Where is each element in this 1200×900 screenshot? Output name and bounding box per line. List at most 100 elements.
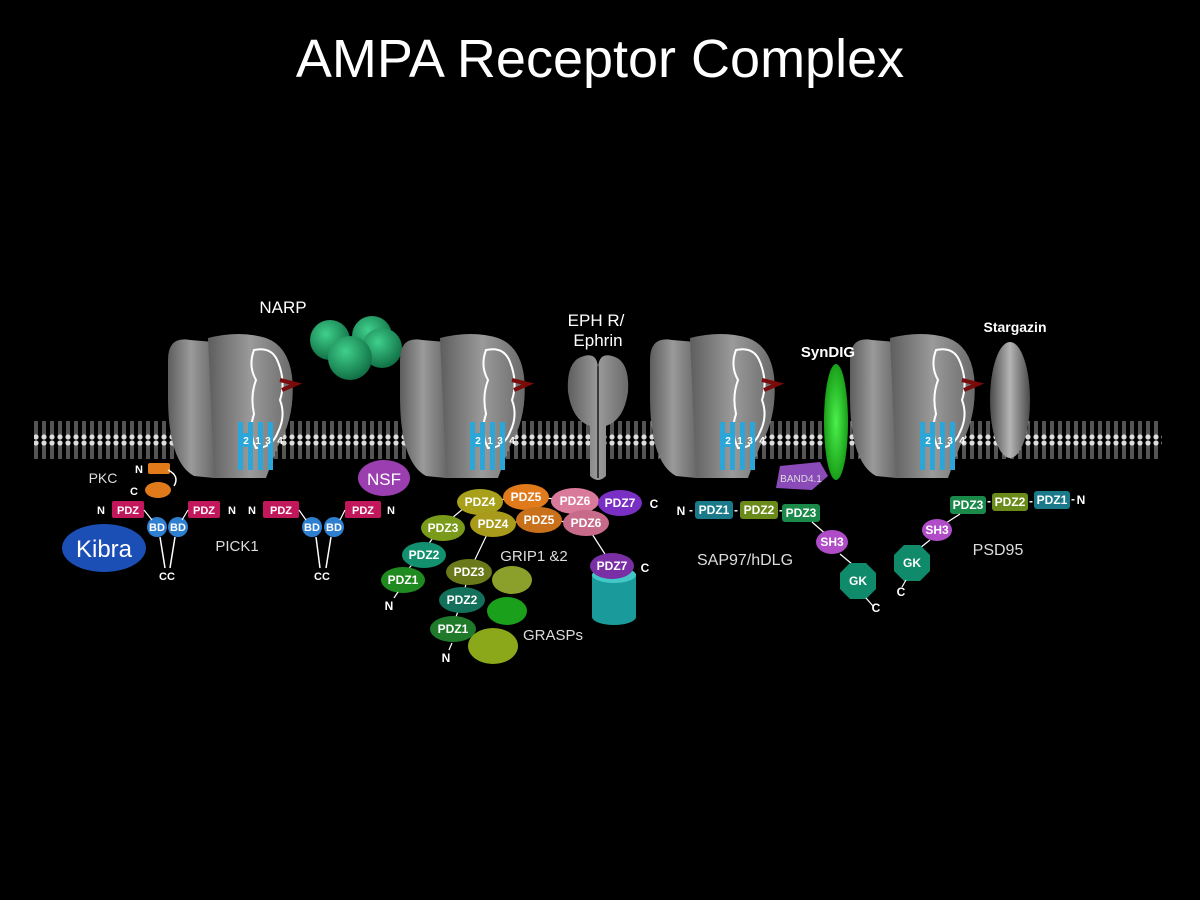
eph-label: EPH R/ [568,311,625,330]
svg-text:PDZ7: PDZ7 [597,559,628,573]
svg-text:PDZ6: PDZ6 [571,516,602,530]
nsf-protein [358,460,410,496]
svg-text:N: N [385,599,394,613]
syndig-label: SynDIG [801,344,855,361]
ampa-receptor-4 [850,334,985,478]
pick1-dimer-right: N PDZ PDZ N BD BD CC [248,501,395,583]
subunit-label: 4 [759,436,765,447]
subunit-label: 4 [277,436,283,447]
narp-complex [310,316,402,380]
svg-text:N: N [97,505,105,517]
page-title: AMPA Receptor Complex [295,29,905,89]
nsf-label: NSF [367,470,401,489]
subunit-label: 4 [959,436,965,447]
svg-text:-: - [1071,492,1075,506]
pkc-complex [145,463,177,498]
svg-text:PDZ5: PDZ5 [511,490,542,504]
subunit-label: 4 [509,436,515,447]
svg-text:PDZ: PDZ [270,505,292,517]
svg-text:BD: BD [326,522,342,534]
subunit-label: 2 [243,436,249,447]
svg-text:PDZ4: PDZ4 [465,495,496,509]
svg-text:BD: BD [149,522,165,534]
svg-text:CC: CC [314,571,330,583]
subunit-label: 2 [925,436,931,447]
sap97-chain: N - PDZ1 - PDZ2 - PDZ3 SH3 GK C [677,501,881,615]
svg-text:-: - [689,503,693,517]
svg-text:-: - [987,494,991,508]
svg-text:PDZ5: PDZ5 [524,513,555,527]
svg-text:SH3: SH3 [820,535,844,549]
eph-receptor [567,355,629,480]
svg-text:BD: BD [304,522,320,534]
svg-text:CC: CC [159,571,175,583]
svg-text:GK: GK [849,574,867,588]
subunit-label: 3 [497,436,503,447]
grip-cylinder [592,567,636,625]
svg-text:PDZ6: PDZ6 [560,494,591,508]
svg-text:PDZ2: PDZ2 [409,548,440,562]
terminal-label: C [130,486,138,498]
svg-text:PDZ7: PDZ7 [605,496,636,510]
svg-text:-: - [1029,494,1033,508]
svg-text:GK: GK [903,556,921,570]
ampa-receptor-1 [168,334,303,478]
stargazin-label: Stargazin [983,319,1046,335]
subunit-label: 1 [937,436,943,447]
svg-text:PDZ1: PDZ1 [1037,493,1068,507]
svg-text:PDZ: PDZ [193,505,215,517]
sap97-label: SAP97/hDLG [697,552,793,569]
svg-text:PDZ3: PDZ3 [454,565,485,579]
grip-chain-a: PDZ1 PDZ2 PDZ3 PDZ4 PDZ5 PDZ6 PDZ7 C N [381,484,659,613]
svg-text:N: N [248,505,256,517]
band41-protein [776,462,828,490]
kibra-protein [62,524,146,572]
subunit-label: 3 [947,436,953,447]
narp-label: NARP [259,298,306,317]
svg-text:PDZ2: PDZ2 [995,495,1026,509]
stargazin-protein [990,342,1030,458]
svg-text:BD: BD [170,522,186,534]
subunit-label: 1 [255,436,261,447]
svg-text:N: N [677,504,686,518]
band41-label: BAND4.1 [780,474,822,485]
svg-text:SH3: SH3 [925,523,949,537]
svg-text:PDZ2: PDZ2 [744,503,775,517]
grip-chain-b: PDZ1 PDZ2 PDZ3 PDZ4 PDZ5 PDZ6 N [430,507,613,665]
svg-text:PDZ: PDZ [352,505,374,517]
svg-text:PDZ: PDZ [117,505,139,517]
grip-pdz7-lower: PDZ7 C [590,553,650,579]
svg-text:N: N [442,651,451,665]
svg-text:PDZ3: PDZ3 [786,506,817,520]
pick1-label: PICK1 [215,538,258,555]
subunit-label: 3 [265,436,271,447]
subunit-label: 1 [487,436,493,447]
svg-text:C: C [872,601,881,615]
subunit-labels: 2 1 3 4 2 1 3 4 2 1 3 4 2 1 3 4 [243,436,965,447]
grasps-cluster [468,566,532,664]
subunit-label: 2 [475,436,481,447]
svg-text:N: N [228,505,236,517]
svg-text:C: C [641,561,650,575]
kibra-label: Kibra [76,536,133,563]
grasps-label: GRASPs [523,627,583,644]
subunit-label: 2 [725,436,731,447]
svg-text:PDZ3: PDZ3 [428,521,459,535]
terminal-label: N [135,464,143,476]
svg-text:PDZ3: PDZ3 [953,498,984,512]
svg-text:PDZ1: PDZ1 [438,622,469,636]
svg-text:N: N [1077,493,1086,507]
syndig-protein [824,364,848,480]
subunit-label: 1 [737,436,743,447]
ephrin-label: Ephrin [573,331,622,350]
svg-text:-: - [779,503,783,517]
psd95-label: PSD95 [973,542,1024,559]
svg-text:PDZ4: PDZ4 [478,517,509,531]
pkc-label: PKC [89,470,118,486]
svg-text:C: C [897,585,906,599]
grip-label: GRIP1 &2 [500,548,568,565]
svg-text:PDZ1: PDZ1 [699,503,730,517]
svg-text:PDZ2: PDZ2 [447,593,478,607]
subunit-label: 3 [747,436,753,447]
